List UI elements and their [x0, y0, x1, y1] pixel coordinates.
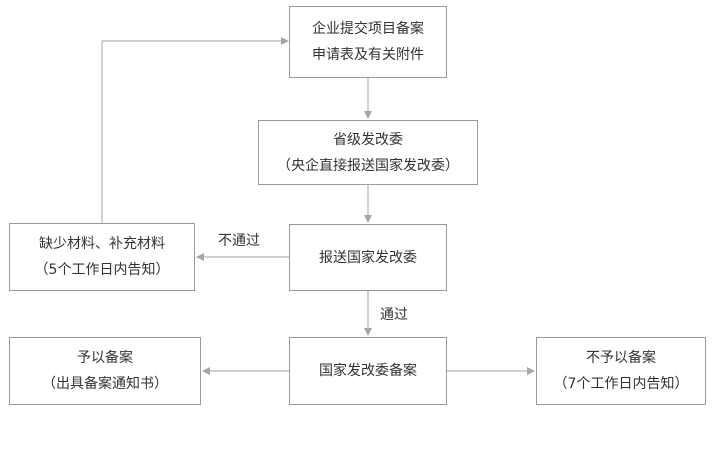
node-reject-line1: 不予以备案 — [586, 350, 656, 366]
node-provincial-line1: 省级发改委 — [333, 131, 403, 148]
node-missing-line1: 缺少材料、补充材料 — [39, 236, 165, 252]
node-forward-to-ndrc: 报送国家发改委 — [289, 224, 447, 291]
edge-label-passed: 通过 — [380, 307, 408, 323]
node-missing-line2: （5个工作日内告知） — [34, 262, 170, 278]
arrow-missing-to-submit — [101, 37, 289, 223]
edge-label-not-passed: 不通过 — [218, 233, 260, 249]
node-missing-materials: 缺少材料、补充材料 （5个工作日内告知） — [9, 223, 195, 291]
node-reject-record: 不予以备案 （7个工作日内告知） — [536, 337, 706, 405]
node-record-line1: 国家发改委备案 — [319, 363, 417, 379]
node-submit-application: 企业提交项目备案 申请表及有关附件 — [289, 6, 447, 78]
node-approve-record: 予以备案 （出具备案通知书） — [9, 337, 201, 405]
node-provincial-line2: （央企直接报送国家发改委） — [277, 157, 459, 174]
node-approve-line2: （出具备案通知书） — [42, 376, 168, 392]
node-submit-line1: 企业提交项目备案 — [312, 21, 424, 37]
node-submit-line2: 申请表及有关附件 — [312, 47, 424, 63]
node-provincial-commission: 省级发改委 （央企直接报送国家发改委） — [258, 120, 478, 185]
node-approve-line1: 予以备案 — [77, 350, 133, 366]
node-reject-line2: （7个工作日内告知） — [553, 376, 689, 392]
node-ndrc-record: 国家发改委备案 — [289, 337, 447, 405]
node-forward-line1: 报送国家发改委 — [319, 249, 417, 266]
